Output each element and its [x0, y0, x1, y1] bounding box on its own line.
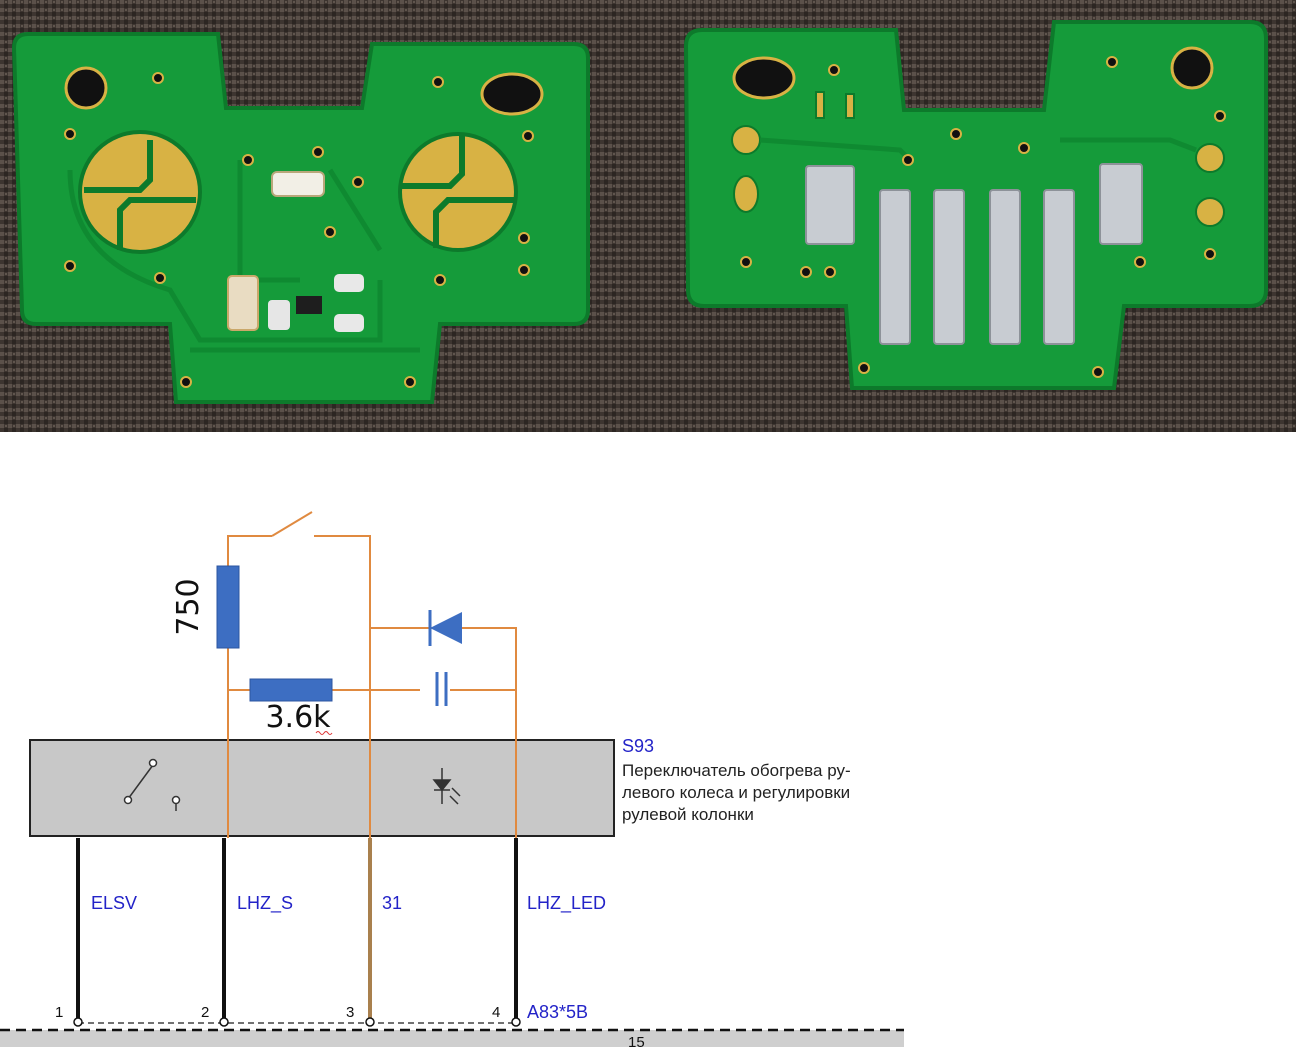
resistor-3-6k	[249, 678, 333, 702]
description-line-1: Переключатель обогрева ру-	[622, 761, 851, 780]
pcb-back-board	[683, 20, 1268, 390]
pcb-front-photo	[0, 0, 610, 432]
resistor-3-6k-label: 3.6k	[265, 700, 331, 735]
capacitor-symbol	[420, 672, 450, 706]
resistor-750	[216, 565, 240, 649]
led-icon	[432, 768, 461, 805]
signal-label-elsv: ELSV	[91, 893, 137, 913]
component-id: S93	[622, 736, 654, 756]
diode-symbol	[428, 610, 462, 646]
connector-label: A83*5B	[527, 1002, 588, 1022]
signal-label-31: 31	[382, 893, 402, 913]
pin-number-2: 2	[201, 1004, 209, 1021]
pin-number-4: 4	[492, 1004, 500, 1021]
pin-number-3: 3	[346, 1004, 354, 1021]
pin-number-1: 1	[55, 1004, 63, 1021]
description-line-2: левого колеса и регулировки	[622, 783, 850, 802]
description-line-3: рулевой колонки	[622, 805, 754, 824]
switch-housing	[29, 739, 615, 837]
resistor-750-label: 750	[171, 578, 206, 635]
pcb-photos	[0, 0, 1296, 432]
switch-symbol	[123, 758, 181, 811]
signal-label-lhz-s: LHZ_S	[237, 893, 293, 914]
signal-label-lhz-led: LHZ_LED	[527, 893, 606, 914]
pcb-back-photo	[610, 0, 1296, 432]
contact-pad-left	[78, 130, 202, 254]
circuit-schematic: 750 3.6k ELSV LHZ_S 31 LHZ_LED S93 Перек…	[0, 511, 904, 1047]
pcb-front-board	[11, 32, 590, 404]
bottom-number: 15	[628, 1034, 645, 1047]
contact-pad-right	[398, 132, 518, 252]
